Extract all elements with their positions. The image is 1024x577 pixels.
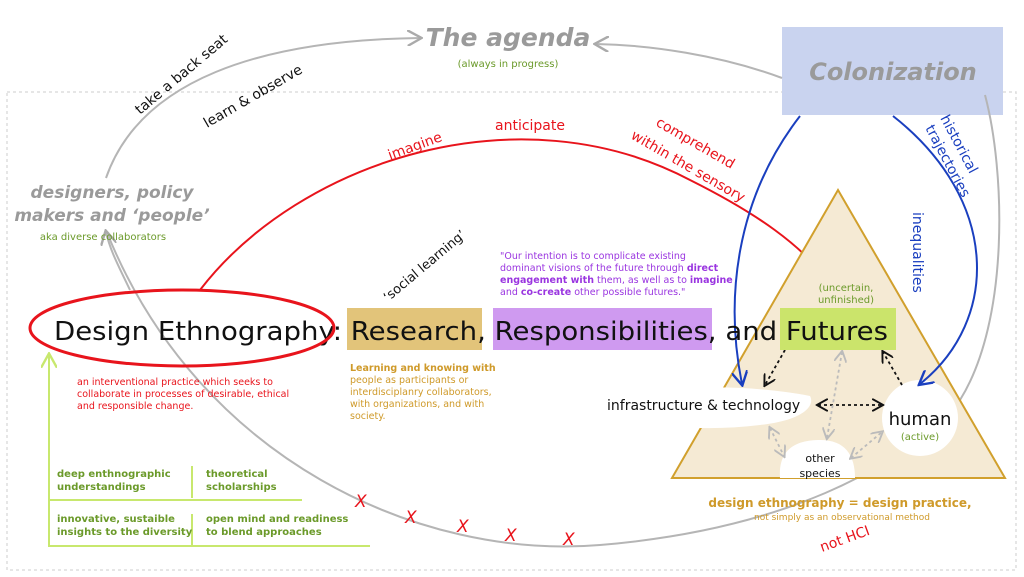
arrow-other-human xyxy=(851,432,882,458)
intervention-text: an interventional practice which seeks t… xyxy=(77,377,289,412)
futures-highlight xyxy=(780,308,896,350)
uncertain-label: (uncertain, xyxy=(819,283,874,294)
svg-text:dominant visions of the future: dominant visions of the future through d… xyxy=(500,263,719,274)
arrow-human-futures xyxy=(883,352,903,386)
svg-text:Learning and knowing with: Learning and knowing with xyxy=(350,363,496,374)
main-title: Design Ethnography: Research, Responsibi… xyxy=(54,317,888,347)
svg-text:an interventional practice whi: an interventional practice which seeks t… xyxy=(77,377,273,388)
svg-text:interdisciplanry collaborators: interdisciplanry collaborators, xyxy=(350,387,492,398)
observational-method-label: not simply as an observational method xyxy=(754,513,930,523)
research-highlight xyxy=(347,308,482,350)
anticipate-label: anticipate xyxy=(495,118,565,134)
qualities-grid xyxy=(49,355,370,547)
big-grey-arc xyxy=(107,94,1001,548)
species-label: species xyxy=(799,467,840,480)
active-label: (active) xyxy=(901,432,939,443)
agenda-title: The agenda xyxy=(426,23,591,52)
arc-to-agenda xyxy=(105,38,420,179)
svg-text:people as participants or: people as participants or xyxy=(350,375,468,386)
quote: "Our intention is to complicate existing… xyxy=(500,251,733,298)
other-species-blob xyxy=(779,440,855,478)
x-mark-icon: X xyxy=(562,530,575,550)
blue-arc-right xyxy=(892,115,978,384)
x-mark-icon: X xyxy=(504,526,517,546)
other-label: other xyxy=(805,452,835,465)
infra-blob xyxy=(605,387,812,429)
arrow-infra-other xyxy=(770,428,784,456)
not-hci-label: not HCI xyxy=(818,523,872,556)
infra-label: infrastructure & technology xyxy=(607,398,800,414)
design-practice-label: design ethnography = design practice, xyxy=(708,496,971,510)
designers-line1: designers, policy xyxy=(31,183,195,203)
learning-text: Learning and knowing with people as part… xyxy=(350,363,496,422)
grey-arc-up-arrow xyxy=(106,232,131,291)
dotted-frame xyxy=(6,91,1017,571)
arrow-futures-infra xyxy=(765,349,786,385)
unfinished-label: unfinished) xyxy=(818,295,874,306)
x-mark-icon: X xyxy=(354,492,367,512)
take-back-seat-label: take a back seat xyxy=(132,31,231,118)
social-learning-label: ‘social learning’ xyxy=(381,228,469,305)
svg-text:society.: society. xyxy=(350,411,385,422)
svg-text:collaborate in processes of de: collaborate in processes of desirable, e… xyxy=(77,389,289,400)
human-circle xyxy=(882,380,958,456)
x-mark-icon: X xyxy=(456,517,469,537)
human-label: human xyxy=(889,409,952,430)
svg-text:engagement with them, as well: engagement with them, as well as to imag… xyxy=(500,275,733,286)
red-arc xyxy=(199,138,828,291)
svg-text:with organizations, and with: with organizations, and with xyxy=(350,399,484,410)
design-ethnography-ellipse xyxy=(28,288,336,368)
inequalities-label: inequalities xyxy=(909,212,925,293)
designers-line2: makers and ‘people’ xyxy=(14,206,209,226)
designers-aka: aka diverse collaborators xyxy=(40,232,166,243)
arrow-futures-other xyxy=(827,352,842,438)
responsibilities-highlight xyxy=(493,308,712,350)
blue-arc-left xyxy=(735,115,801,384)
colonization-box xyxy=(782,27,1003,115)
x-mark-icon: X xyxy=(404,508,417,528)
svg-text:"Our intention is to complicat: "Our intention is to complicate existing xyxy=(500,251,686,262)
colonization-label: Colonization xyxy=(809,58,977,86)
svg-text:and co-create other possible f: and co-create other possible futures." xyxy=(500,287,685,298)
imagine-label: imagine xyxy=(386,129,444,163)
arc-colonization-to-agenda xyxy=(596,44,783,79)
svg-text:and responsible change.: and responsible change. xyxy=(77,401,193,412)
agenda-subtitle: (always in progress) xyxy=(458,59,559,70)
